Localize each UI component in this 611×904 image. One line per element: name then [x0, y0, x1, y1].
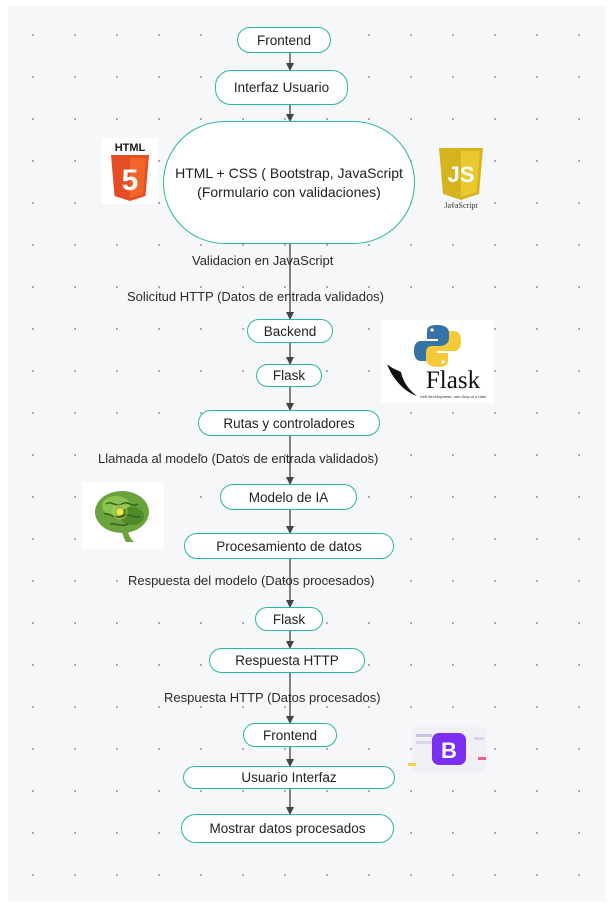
edge-label-llamada: Llamada al modelo (Datos de entrada vali… [98, 451, 379, 466]
javascript-logo: JS JavaScript [433, 144, 489, 210]
node-rutas-controladores: Rutas y controladores [198, 410, 380, 436]
node-frontend-top: Frontend [237, 27, 331, 53]
javascript-logo-caption: JavaScript [444, 201, 478, 210]
node-mostrar-datos: Mostrar datos procesados [181, 814, 394, 843]
node-respuesta-http: Respuesta HTTP [209, 648, 365, 673]
diagram-canvas: Frontend Interfaz Usuario HTML + CSS ( B… [8, 6, 606, 902]
flask-logo-text: Flask [426, 367, 481, 394]
javascript-logo-text: JS [448, 162, 475, 187]
flask-horn-icon [387, 364, 417, 396]
edge-label-respuesta-modelo: Respuesta del modelo (Datos procesados) [128, 573, 375, 588]
node-flask-2: Flask [255, 607, 323, 631]
python-flask-logo: Flask web development, one drop at a tim… [381, 320, 494, 403]
node-backend: Backend [247, 319, 333, 343]
edge-label-respuesta-http: Respuesta HTTP (Datos procesados) [164, 690, 381, 705]
node-interfaz-usuario: Interfaz Usuario [215, 70, 348, 105]
node-frontend-bottom: Frontend [243, 723, 337, 747]
brain-ai-icon [82, 482, 164, 549]
html5-logo-text: HTML [115, 142, 146, 154]
flask-logo-tagline: web development, one drop at a time [420, 394, 487, 400]
html5-logo: HTML 5 [102, 138, 158, 204]
edge-label-validacion: Validacion en JavaScript [192, 253, 334, 268]
bootstrap-logo-text: B [441, 738, 457, 763]
node-procesamiento-datos: Procesamiento de datos [184, 533, 394, 559]
node-usuario-interfaz: Usuario Interfaz [183, 766, 395, 789]
edge-label-solicitud: Solicitud HTTP (Datos de entrada validad… [127, 289, 384, 304]
node-html-css-js: HTML + CSS ( Bootstrap, JavaScript (Form… [163, 121, 415, 244]
python-logo-icon [414, 325, 461, 367]
node-flask-1: Flask [256, 364, 322, 387]
connector-lines [286, 53, 294, 815]
bootstrap-logo: B [404, 721, 494, 779]
html5-logo-glyph: 5 [122, 164, 139, 197]
node-modelo-ia: Modelo de IA [220, 484, 357, 510]
